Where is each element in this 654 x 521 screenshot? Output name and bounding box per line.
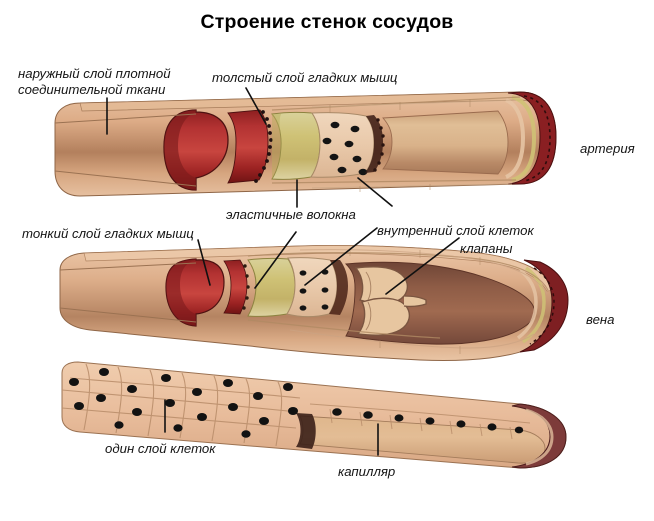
- capillary-cell-boundaries: [61, 363, 301, 447]
- label-thick-smooth-muscle: толстый слой гладких мышц: [212, 70, 398, 85]
- leader-thin-muscle: [197, 239, 211, 286]
- capillary-illustration: [61, 361, 567, 469]
- leader-inner-cell-artery: [357, 177, 393, 207]
- label-thin-smooth-muscle: тонкий слой гладких мышц: [22, 226, 194, 241]
- artery-lumen: [382, 110, 509, 175]
- leader-thick-muscle: [245, 87, 267, 125]
- label-single-cell-layer: один слой клеток: [105, 441, 216, 456]
- label-valves: клапаны: [460, 241, 513, 256]
- label-elastic-fibers: эластичные волокна: [226, 207, 356, 222]
- capillary-cell-nuclei: [69, 368, 524, 438]
- artery-internal-elastic-dots: [254, 110, 273, 183]
- leader-elastic-fibers-vein: [254, 231, 297, 289]
- label-capillary: капилляр: [338, 464, 396, 479]
- artery-illustration: [54, 91, 557, 197]
- label-artery: артерия: [580, 141, 635, 156]
- leader-inner-cell-vein: [304, 227, 378, 286]
- label-outer-connective-line2: соединительной ткани: [18, 82, 166, 97]
- vein-illustration: [59, 244, 569, 361]
- leader-valves: [385, 237, 460, 295]
- page-title: Строение стенок сосудов: [200, 11, 454, 33]
- label-inner-cell-layer: внутренний слой клеток: [377, 223, 534, 238]
- vein-end-cap: [519, 259, 569, 353]
- label-outer-connective-tissue: наружный слой плотной соединительной тка…: [18, 66, 171, 98]
- label-vein: вена: [586, 312, 615, 327]
- leader-lines: [106, 87, 460, 456]
- label-outer-connective-line1: наружный слой плотной: [18, 66, 171, 81]
- artery-endothelial-nuclei: [322, 121, 368, 176]
- vein-endothelial-nuclei: [299, 269, 329, 311]
